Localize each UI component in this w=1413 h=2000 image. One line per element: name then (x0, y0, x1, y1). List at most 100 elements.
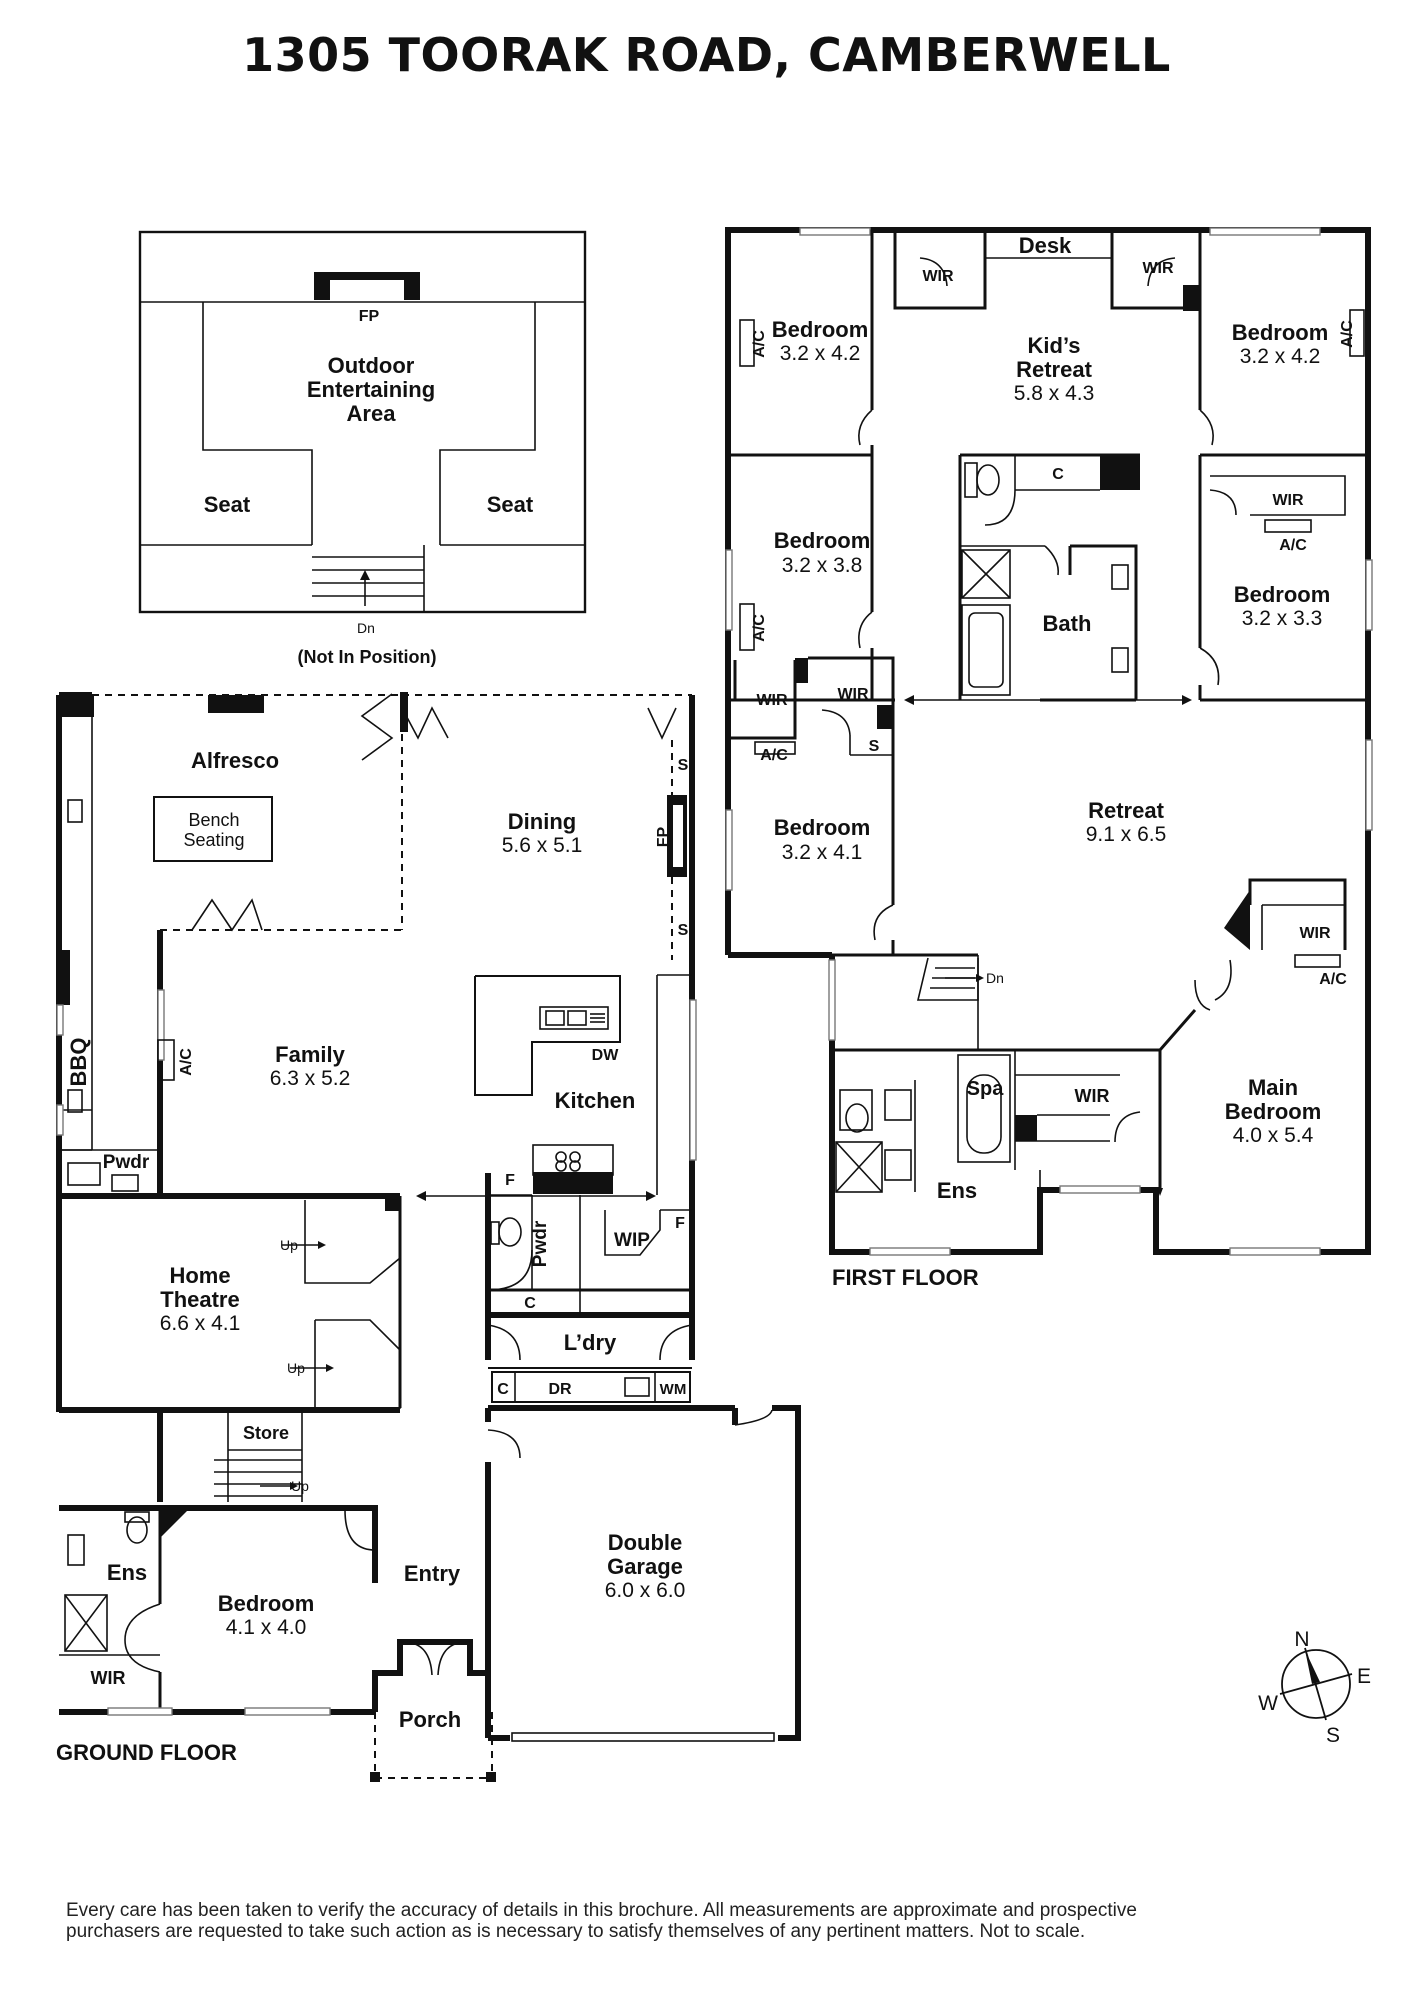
alfresco-label: Alfresco (191, 748, 279, 773)
dining-s-bottom: S (678, 922, 689, 939)
dining-s-top: S (678, 757, 689, 774)
bedroom2-name: Bedroom (1232, 320, 1329, 345)
wir-b-label: WIR (837, 686, 869, 703)
compass-w: W (1258, 1692, 1278, 1715)
disclaimer: Every care has been taken to verify the … (66, 1900, 1366, 1942)
f-right-label: F (675, 1215, 685, 1232)
kids-retreat-size: 5.8 x 4.3 (1014, 382, 1095, 405)
outdoor-area-line3: Area (347, 401, 397, 426)
first-ens-label: Ens (937, 1178, 977, 1203)
kids-retreat-line1: Kid’s (1028, 333, 1081, 358)
bedroom1-name: Bedroom (772, 317, 869, 342)
pantry-c-label: C (524, 1295, 536, 1312)
desk-label: Desk (1019, 233, 1072, 258)
pwdr-left-label: Pwdr (103, 1152, 150, 1173)
main-bedroom-line2: Bedroom (1225, 1099, 1322, 1124)
spa-label: Spa (967, 1078, 1005, 1100)
bedroom5-size: 3.2 x 4.1 (782, 841, 863, 864)
dining-fp-label: FP (655, 826, 672, 847)
compass-n: N (1294, 1628, 1309, 1651)
stair-up-label: Up (291, 1478, 309, 1494)
ground-bedroom-size: 4.1 x 4.0 (226, 1616, 307, 1639)
page-title: 1305 TOORAK ROAD, CAMBERWELL (242, 28, 1171, 82)
first-floor-plan (725, 227, 1373, 1256)
entry-label: Entry (404, 1561, 461, 1586)
porch-label: Porch (399, 1707, 461, 1732)
pwdr-vertical-label: Pwdr (530, 1220, 551, 1267)
wip-label: WIP (614, 1230, 650, 1251)
wm-label: WM (660, 1381, 687, 1398)
bath-label: Bath (1043, 611, 1092, 636)
bedroom1-size: 3.2 x 4.2 (780, 342, 861, 365)
theatre-up-bottom: Up (287, 1360, 305, 1376)
ground-wir-label: WIR (91, 1668, 126, 1688)
ac-right: A/C (1279, 537, 1307, 554)
bench-seating-line2: Seating (183, 830, 244, 850)
home-theatre-size: 6.6 x 4.1 (160, 1312, 241, 1335)
bedroom4-name: Bedroom (1234, 582, 1331, 607)
kids-retreat-line2: Retreat (1016, 357, 1092, 382)
disclaimer-line-2: purchasers are requested to take such ac… (66, 1921, 1086, 1942)
garage-line2: Garage (607, 1554, 683, 1579)
linen-c-label: C (1052, 466, 1064, 483)
s-label: S (869, 738, 880, 755)
main-bedroom-size: 4.0 x 5.4 (1233, 1124, 1314, 1147)
bedroom3-size: 3.2 x 3.8 (782, 554, 863, 577)
wir-top-left: WIR (922, 268, 954, 285)
ground-floor-label: GROUND FLOOR (56, 1740, 237, 1765)
compass-s: S (1326, 1724, 1340, 1747)
ground-floor-plan (56, 692, 801, 1782)
wir-top-right: WIR (1142, 260, 1174, 277)
bbq-label: BBQ (66, 1038, 91, 1087)
outdoor-area-line1: Outdoor (328, 353, 415, 378)
bedroom3-ac: A/C (751, 614, 768, 642)
seat-left-label: Seat (204, 492, 251, 517)
wir-right: WIR (1272, 492, 1304, 509)
main-bedroom-line1: Main (1248, 1075, 1298, 1100)
wir-main-label: WIR (1299, 925, 1331, 942)
retreat-name: Retreat (1088, 798, 1164, 823)
outdoor-dn-label: Dn (357, 620, 375, 636)
family-size: 6.3 x 5.2 (270, 1067, 351, 1090)
garage-size: 6.0 x 6.0 (605, 1579, 686, 1602)
bench-seating-line1: Bench (188, 810, 239, 830)
theatre-up-top: Up (280, 1237, 298, 1253)
bedroom3-name: Bedroom (774, 528, 871, 553)
bench-seating (153, 796, 273, 862)
disclaimer-line-1: Every care has been taken to verify the … (66, 1900, 1137, 1921)
bedroom5-name: Bedroom (774, 815, 871, 840)
first-floor-label: FIRST FLOOR (832, 1265, 979, 1290)
outdoor-fp-label: FP (359, 308, 380, 325)
dr-label: DR (548, 1381, 572, 1398)
retreat-size: 9.1 x 6.5 (1086, 823, 1167, 846)
f-left-label: F (505, 1172, 515, 1189)
wir-ens-label: WIR (1075, 1086, 1110, 1106)
home-theatre-line1: Home (169, 1263, 230, 1288)
bedroom2-size: 3.2 x 4.2 (1240, 345, 1321, 368)
dining-size: 5.6 x 5.1 (502, 834, 583, 857)
first-dn-label: Dn (986, 970, 1004, 986)
garage-line1: Double (608, 1530, 683, 1555)
seat-right-label: Seat (487, 492, 534, 517)
dining-name: Dining (508, 809, 576, 834)
store-label: Store (243, 1423, 289, 1443)
bedroom2-ac: A/C (1339, 320, 1356, 348)
laundry-c-label: C (497, 1381, 509, 1398)
wir-a-label: WIR (756, 692, 788, 709)
laundry-label: L’dry (564, 1330, 617, 1355)
not-in-position-note: (Not In Position) (298, 647, 437, 667)
home-theatre-line2: Theatre (160, 1287, 239, 1312)
dw-label: DW (592, 1047, 620, 1064)
bedroom4-size: 3.2 x 3.3 (1242, 607, 1323, 630)
ground-ens-label: Ens (107, 1560, 147, 1585)
outdoor-entertaining-plan (138, 230, 587, 614)
compass-e: E (1357, 1665, 1371, 1688)
ac-main-label: A/C (1319, 971, 1347, 988)
compass-icon: N E S W (1258, 1628, 1371, 1747)
family-name: Family (275, 1042, 345, 1067)
kitchen-label: Kitchen (555, 1088, 636, 1113)
family-ac-label: A/C (178, 1048, 195, 1076)
ground-bedroom-name: Bedroom (218, 1591, 315, 1616)
ac-b-label: A/C (760, 747, 788, 764)
